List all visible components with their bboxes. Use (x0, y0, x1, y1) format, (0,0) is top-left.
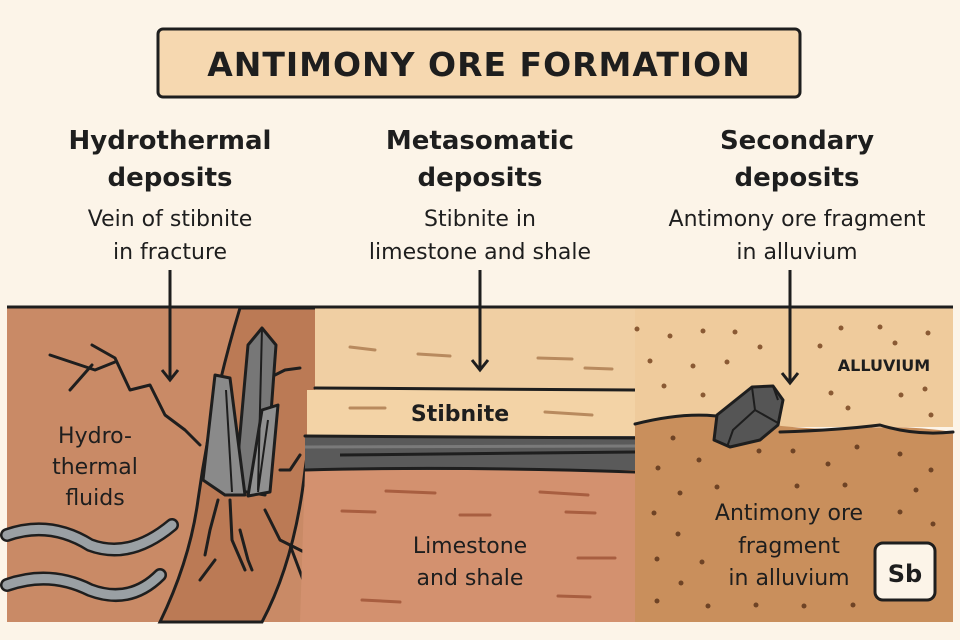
fluids-label-3: fluids (65, 486, 124, 511)
arrow-down-icon (780, 270, 800, 386)
ore-fragment (712, 384, 785, 449)
heading-line1: Hydrothermal (69, 126, 272, 156)
arrow-down-icon (470, 270, 490, 373)
fluids-label-2: thermal (52, 455, 138, 480)
metasomatic-panel: Stibnite Limestone and shale (300, 307, 637, 622)
fragment-label-2: fragment (738, 534, 840, 559)
fluid-waves (0, 518, 179, 602)
hydrothermal-panel: Hydro- thermal fluids (0, 306, 332, 624)
desc-line2: in fracture (113, 240, 227, 265)
stibnite-crystal (201, 326, 280, 498)
limestone-label-2: and shale (417, 566, 524, 591)
fluids-label-1: Hydro- (58, 424, 132, 449)
desc-line2: limestone and shale (369, 240, 591, 265)
stibnite-label: Stibnite (411, 402, 509, 427)
heading-line2: deposits (107, 163, 232, 193)
desc-line1: Stibnite in (424, 207, 536, 232)
arrows (160, 270, 800, 386)
title: ANTIMONY ORE FORMATION (207, 45, 751, 84)
element-symbol: Sb (888, 560, 922, 588)
secondary-panel: ALLUVIUM Antimony ore fragment in alluvi… (633, 307, 955, 622)
column-metasomatic: Metasomatic deposits Stibnite in limesto… (369, 126, 591, 265)
desc-line1: Vein of stibnite (88, 207, 253, 232)
heading-line2: deposits (734, 163, 859, 193)
column-secondary: Secondary deposits Antimony ore fragment… (669, 126, 926, 265)
desc-line1: Antimony ore fragment (669, 207, 926, 232)
limestone-label-1: Limestone (413, 534, 527, 559)
title-box: ANTIMONY ORE FORMATION (156, 27, 802, 99)
desc-line2: in alluvium (736, 240, 857, 265)
heading-line2: deposits (417, 163, 542, 193)
column-hydrothermal: Hydrothermal deposits Vein of stibnite i… (69, 126, 272, 265)
fragment-label-1: Antimony ore (715, 501, 863, 526)
arrow-down-icon (160, 270, 180, 383)
sb-element-badge: Sb (873, 541, 937, 602)
heading-line1: Metasomatic (386, 126, 574, 156)
heading-line1: Secondary (720, 126, 874, 156)
alluvium-label: ALLUVIUM (838, 356, 930, 375)
fragment-label-3: in alluvium (728, 566, 849, 591)
